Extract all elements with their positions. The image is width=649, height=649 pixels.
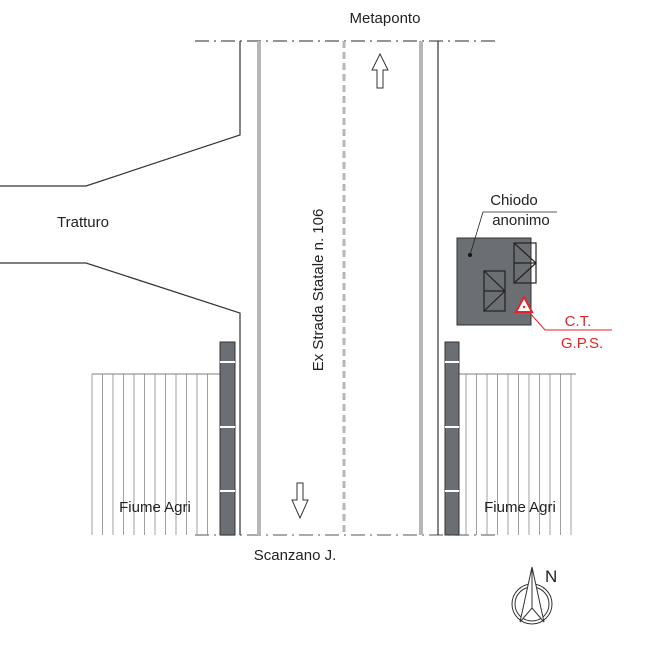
side-road-upper-edge [0,41,241,187]
gps-label-line1: C.T. [565,313,592,330]
side-road-label: Tratturo [57,214,109,231]
nail-label-line1: Chiodo [490,192,538,209]
bridge-rail-left [219,341,236,536]
south-destination-label: Scanzano J. [254,547,337,564]
up-arrow-icon [371,52,389,89]
river-area-right [459,373,576,535]
main-road-label: Ex Strada Statale n. 106 [310,209,327,372]
river-label-left: Fiume Agri [119,499,191,516]
down-arrow-icon [291,482,309,520]
gps-leader-line [528,311,612,331]
river-area-left [91,373,220,535]
gps-label-line2: G.P.S. [561,335,603,352]
bridge-rail-right [444,341,460,536]
gps-triangle-icon [514,294,534,313]
pylon-symbol-2 [483,270,506,312]
nail-label-line2: anonimo [492,212,550,229]
north-destination-label: Metaponto [350,10,421,27]
north-arrow-icon [511,566,553,625]
pylon-symbol-1 [513,242,537,284]
side-road-lower-edge [0,262,241,535]
north-label: N [545,567,557,586]
river-label-right: Fiume Agri [484,499,556,516]
nail-leader-line [469,211,557,256]
